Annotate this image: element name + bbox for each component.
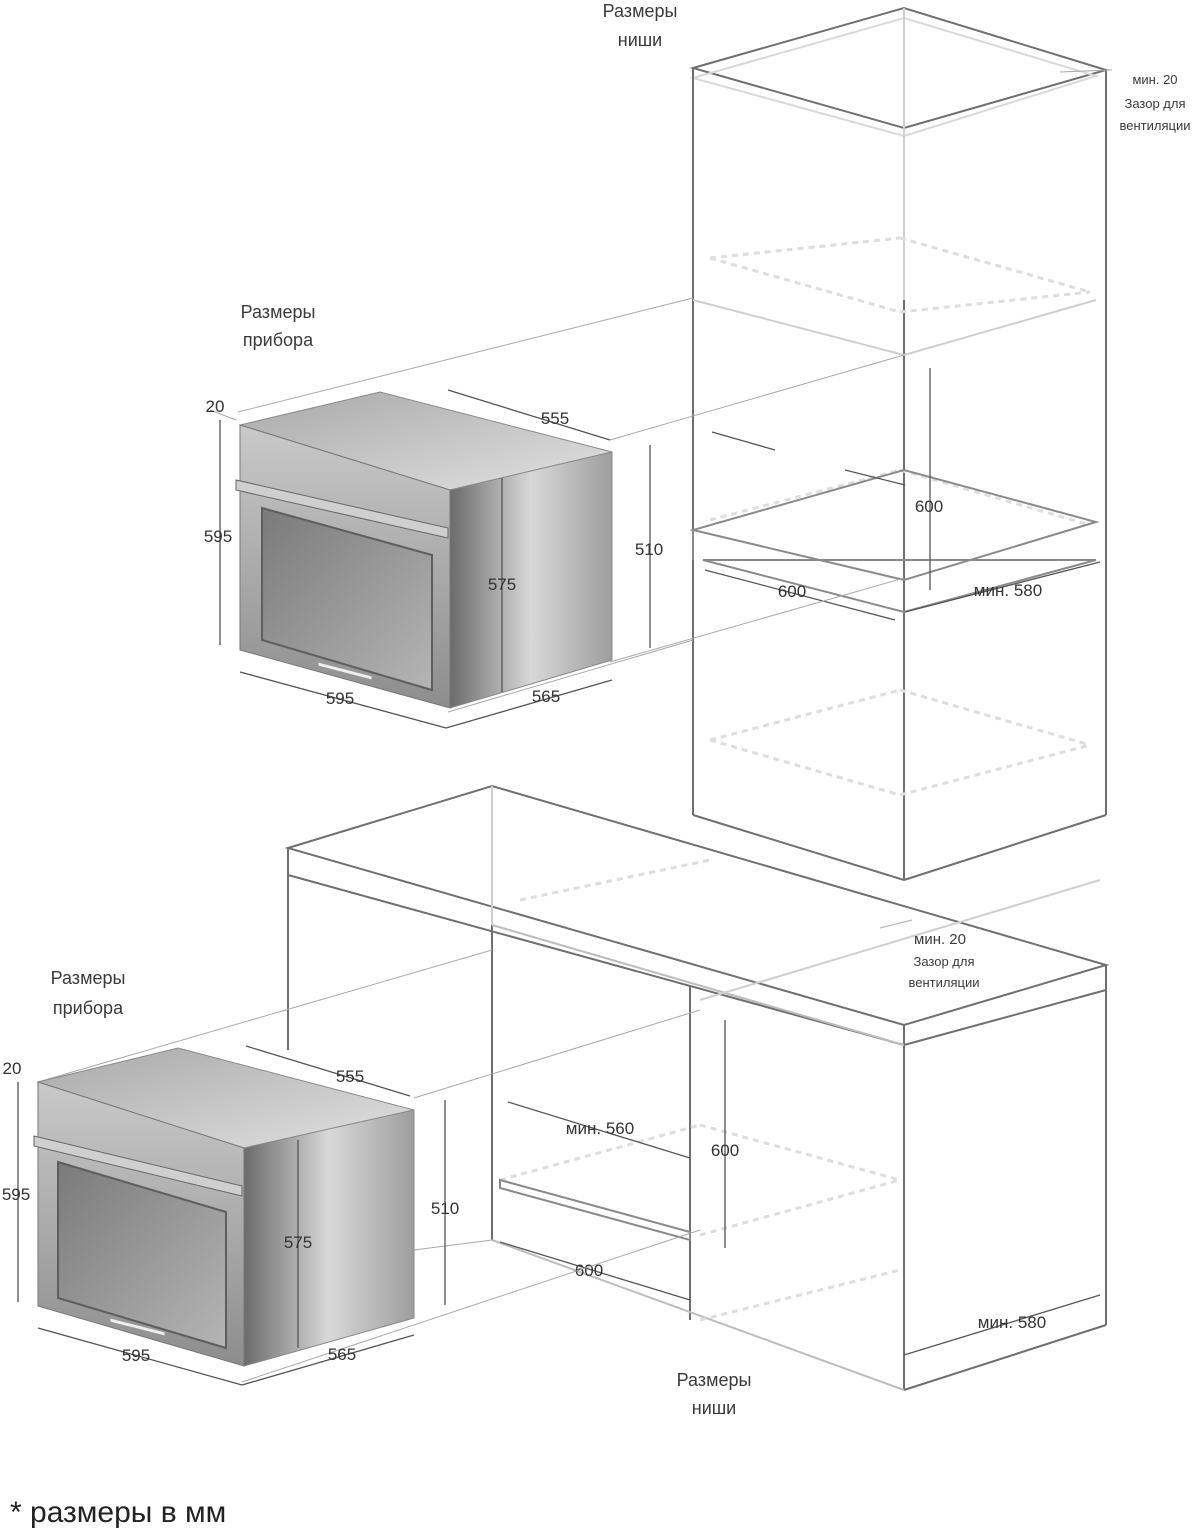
- bottom-oven: [33, 1047, 415, 1367]
- top-dim-600-w: 600: [778, 582, 806, 601]
- top-projection-lines: [237, 297, 905, 713]
- bottom-niche-dimensions: [499, 919, 1101, 1356]
- bottom-niche-title-2: ниши: [692, 1398, 737, 1418]
- bottom-projection-lines: [37, 949, 701, 1383]
- bottom-dim-600-w: 600: [575, 1261, 603, 1280]
- bottom-dim-600-h: 600: [711, 1141, 739, 1160]
- bottom-dim-20: 20: [3, 1059, 22, 1078]
- top-dim-600-h: 600: [915, 497, 943, 516]
- bottom-dim-560: мин. 560: [566, 1119, 634, 1138]
- bottom-dim-565: 565: [328, 1345, 356, 1364]
- top-dim-595-w: 595: [326, 689, 354, 708]
- bottom-niche-title-1: Размеры: [677, 1370, 752, 1390]
- bottom-gap-label-2: Зазор для: [913, 954, 974, 969]
- top-gap-label-1: мин. 20: [1132, 72, 1177, 87]
- bottom-oven-dimensions: [17, 1045, 446, 1386]
- bottom-dim-555: 555: [336, 1067, 364, 1086]
- bottom-dim-575: 575: [284, 1233, 312, 1252]
- top-dim-555: 555: [541, 409, 569, 428]
- top-niche-title-1: Размеры: [603, 1, 678, 21]
- top-niche-dimensions: [704, 69, 1113, 621]
- top-dim-575: 575: [488, 575, 516, 594]
- bottom-dim-595-w: 595: [122, 1346, 150, 1365]
- top-niche-title-2: ниши: [618, 30, 663, 50]
- top-dim-510: 510: [635, 540, 663, 559]
- bottom-device-title-1: Размеры: [51, 968, 126, 988]
- top-device-title-2: прибора: [243, 330, 314, 350]
- top-dim-580: мин. 580: [974, 581, 1042, 600]
- top-oven: [235, 391, 613, 709]
- bottom-dim-595-h: 595: [2, 1185, 30, 1204]
- top-gap-label-3: вентиляции: [1120, 118, 1191, 133]
- bottom-gap-label-1: мин. 20: [914, 931, 966, 948]
- footnote: * размеры в мм: [10, 1496, 227, 1529]
- top-device-title-1: Размеры: [241, 302, 316, 322]
- base-cabinet: [284, 784, 1110, 1391]
- top-dim-565: 565: [532, 687, 560, 706]
- tall-cabinet: [689, 6, 1110, 881]
- bottom-device-title-2: прибора: [53, 998, 124, 1018]
- bottom-dim-510: 510: [431, 1199, 459, 1218]
- top-oven-dimensions: [209, 389, 651, 729]
- top-gap-label-2: Зазор для: [1124, 96, 1185, 111]
- top-dim-20: 20: [206, 397, 225, 416]
- top-dim-595-h: 595: [204, 527, 232, 546]
- bottom-gap-label-3: вентиляции: [909, 975, 980, 990]
- bottom-dim-580: мин. 580: [978, 1313, 1046, 1332]
